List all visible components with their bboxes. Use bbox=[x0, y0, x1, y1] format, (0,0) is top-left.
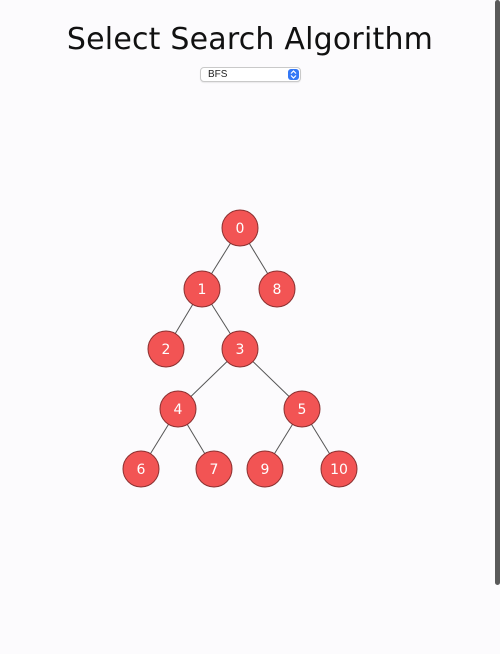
tree-node-9[interactable]: 9 bbox=[246, 450, 284, 488]
tree-node-circle bbox=[122, 450, 160, 488]
tree-node-label: 0 bbox=[236, 221, 245, 237]
tree-nodes: 0 1 8 2 3 4 5 6 7 9 10 bbox=[122, 209, 358, 488]
tree-node-label: 3 bbox=[236, 342, 245, 358]
tree-node-4[interactable]: 4 bbox=[159, 390, 197, 428]
tree-node-label: 8 bbox=[273, 282, 282, 298]
tree-node-circle bbox=[183, 270, 221, 308]
algorithm-select[interactable]: BFS bbox=[200, 67, 301, 82]
tree-node-circle bbox=[159, 390, 197, 428]
tree-node-6[interactable]: 6 bbox=[122, 450, 160, 488]
tree-node-circle bbox=[221, 209, 259, 247]
tree-node-circle bbox=[195, 450, 233, 488]
tree-node-label: 6 bbox=[137, 462, 146, 478]
tree-node-label: 4 bbox=[174, 402, 183, 418]
tree-node-label: 2 bbox=[162, 342, 171, 358]
tree-node-label: 10 bbox=[330, 462, 348, 478]
tree-node-2[interactable]: 2 bbox=[147, 330, 185, 368]
tree-node-8[interactable]: 8 bbox=[258, 270, 296, 308]
tree-node-label: 1 bbox=[198, 282, 207, 298]
tree-node-5[interactable]: 5 bbox=[283, 390, 321, 428]
tree-node-7[interactable]: 7 bbox=[195, 450, 233, 488]
page-title: Select Search Algorithm bbox=[66, 22, 434, 57]
tree-node-1[interactable]: 1 bbox=[183, 270, 221, 308]
tree-node-circle bbox=[147, 330, 185, 368]
chevron-up-down-icon bbox=[288, 69, 299, 80]
tree-node-label: 9 bbox=[261, 462, 270, 478]
tree-node-circle bbox=[283, 390, 321, 428]
tree-node-circle bbox=[258, 270, 296, 308]
tree-node-label: 5 bbox=[298, 402, 307, 418]
algorithm-select-value: BFS bbox=[208, 69, 228, 80]
vertical-scrollbar[interactable] bbox=[495, 0, 500, 585]
tree-node-label: 7 bbox=[210, 462, 219, 478]
tree-node-circle bbox=[246, 450, 284, 488]
tree-node-circle bbox=[320, 450, 358, 488]
tree-node-10[interactable]: 10 bbox=[320, 450, 358, 488]
tree-node-circle bbox=[221, 330, 259, 368]
tree-node-0[interactable]: 0 bbox=[221, 209, 259, 247]
tree-node-3[interactable]: 3 bbox=[221, 330, 259, 368]
